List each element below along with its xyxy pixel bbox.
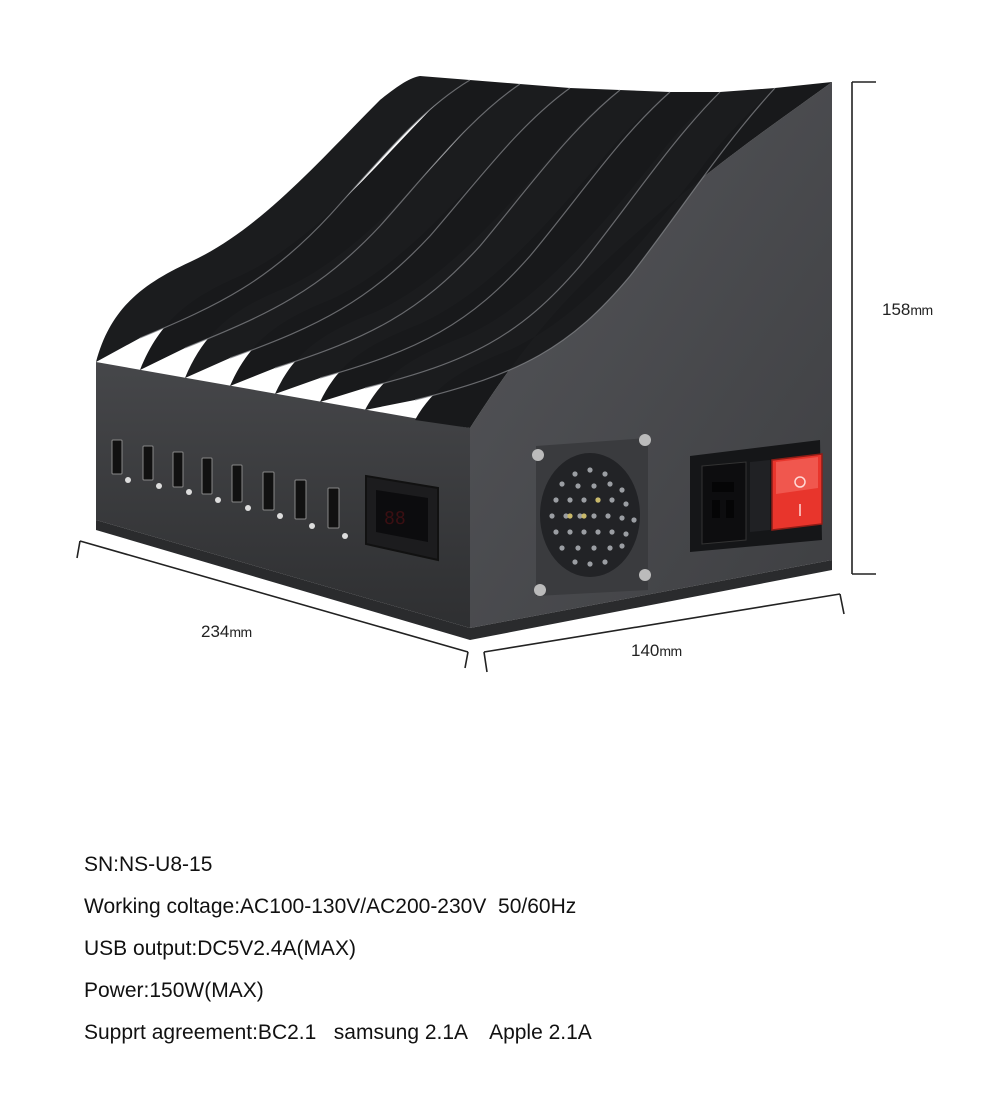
depth-unit: mm — [659, 643, 682, 659]
usb-ports — [111, 439, 348, 539]
height-value: 158 — [882, 300, 911, 319]
usb-port — [201, 457, 221, 503]
product-photo: 88 — [76, 76, 933, 673]
usb-port — [142, 445, 162, 489]
dimension-lines — [76, 81, 876, 673]
screw — [534, 584, 546, 596]
power-inlet — [701, 461, 747, 545]
usb-port — [111, 439, 131, 483]
spec-usb-output: USB output:DC5V2.4A(MAX) — [84, 937, 356, 960]
usb-port — [262, 471, 283, 519]
power-module — [690, 440, 823, 552]
spec-list: SN:NS-U8-15 Working coltage:AC100-130V/A… — [84, 848, 592, 1058]
charging-station-illustration: 88 — [76, 76, 876, 673]
spec-serial-number: SN:NS-U8-15 — [84, 853, 213, 876]
width-value: 234 — [201, 622, 230, 641]
width-unit: mm — [229, 624, 252, 640]
front-panel — [96, 362, 470, 628]
width-dimension-label: 234mm — [201, 622, 252, 642]
digital-display: 88 — [365, 474, 439, 562]
device-slots — [96, 76, 832, 428]
svg-text:88: 88 — [384, 508, 406, 529]
usb-port — [294, 479, 315, 529]
spec-power: Power:150W(MAX) — [84, 979, 264, 1002]
usb-port — [327, 487, 348, 539]
usb-port — [172, 451, 192, 495]
screw — [639, 569, 651, 581]
fan-grille — [532, 434, 651, 596]
depth-dimension-label: 140mm — [631, 641, 682, 661]
height-unit: mm — [910, 302, 933, 318]
screw — [532, 449, 544, 461]
depth-value: 140 — [631, 641, 660, 660]
screw — [639, 434, 651, 446]
height-dimension-label: 158mm — [882, 300, 933, 320]
spec-working-voltage: Working coltage:AC100-130V/AC200-230V 50… — [84, 895, 577, 918]
usb-port — [231, 464, 251, 511]
spec-support-agreement: Supprt agreement:BC2.1 samsung 2.1A Appl… — [84, 1021, 592, 1044]
